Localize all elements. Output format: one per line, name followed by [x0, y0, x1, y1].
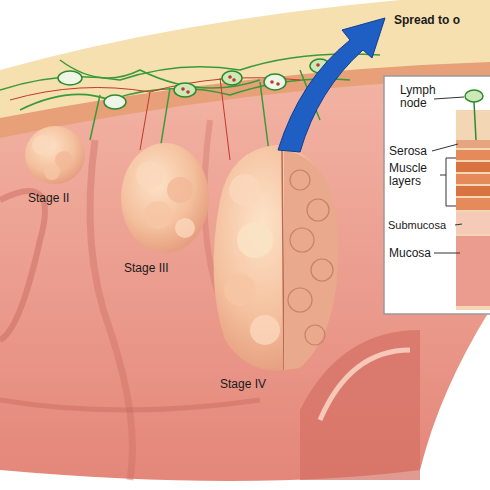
stage-label: Stage III	[124, 262, 204, 275]
arrow-label: Spread to o	[394, 14, 490, 27]
part-label: Serosa	[389, 145, 433, 158]
part-label: Mucosa	[389, 247, 435, 260]
stage-label: Stage II	[28, 192, 98, 205]
part-label: Muscle layers	[389, 162, 435, 188]
stage-label: Stage IV	[220, 378, 300, 391]
part-label: Submucosa	[388, 219, 454, 232]
part-label: Lymph node	[400, 84, 434, 110]
